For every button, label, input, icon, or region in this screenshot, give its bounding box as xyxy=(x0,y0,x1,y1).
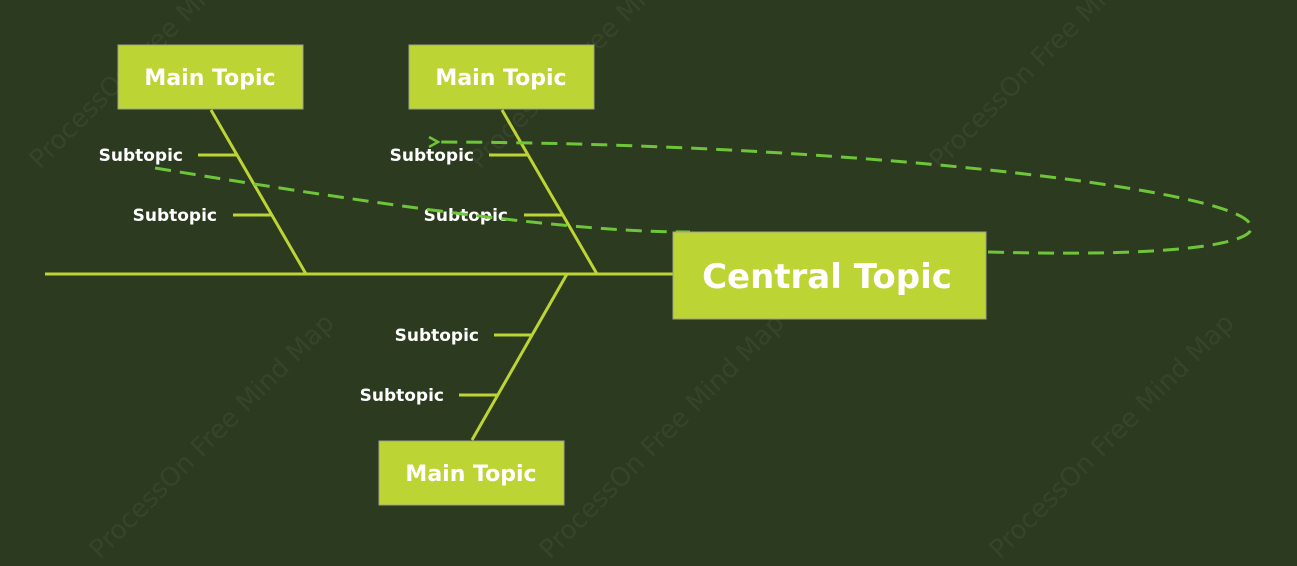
relationship-arrow[interactable] xyxy=(154,142,1253,255)
subtopic-label[interactable]: Subtopic xyxy=(390,146,474,166)
watermark: ProcessOn Free Mind Map xyxy=(534,308,791,565)
main-topic-label: Main Topic xyxy=(144,66,275,91)
subtopic-label[interactable]: Subtopic xyxy=(99,146,183,166)
main-topic-node[interactable] xyxy=(408,44,595,110)
subtopic-label[interactable]: Subtopic xyxy=(424,206,508,226)
watermark: ProcessOn Free Mind Map xyxy=(924,0,1181,175)
main-topic-label: Main Topic xyxy=(435,66,566,91)
central-topic-label: Central Topic xyxy=(702,257,952,297)
subtopic-label[interactable]: Subtopic xyxy=(133,206,217,226)
branch-bone xyxy=(209,109,308,275)
watermark: ProcessOn Free Mind Map xyxy=(984,308,1241,565)
branch-3: Main Topic Subtopic Subtopic xyxy=(360,273,569,506)
branch-1: Main Topic Subtopic Subtopic xyxy=(99,44,308,275)
watermark: ProcessOn Free Mind Map xyxy=(84,308,341,565)
branch-2: Main Topic Subtopic Subtopic xyxy=(390,44,599,275)
branch-bone xyxy=(470,273,569,441)
main-topic-node[interactable] xyxy=(117,44,304,110)
main-topic-label: Main Topic xyxy=(405,462,536,487)
central-topic-node[interactable] xyxy=(672,231,987,320)
main-topic-node[interactable] xyxy=(378,440,565,506)
subtopic-label[interactable]: Subtopic xyxy=(395,326,479,346)
branch-bone xyxy=(500,109,599,275)
subtopic-label[interactable]: Subtopic xyxy=(360,386,444,406)
